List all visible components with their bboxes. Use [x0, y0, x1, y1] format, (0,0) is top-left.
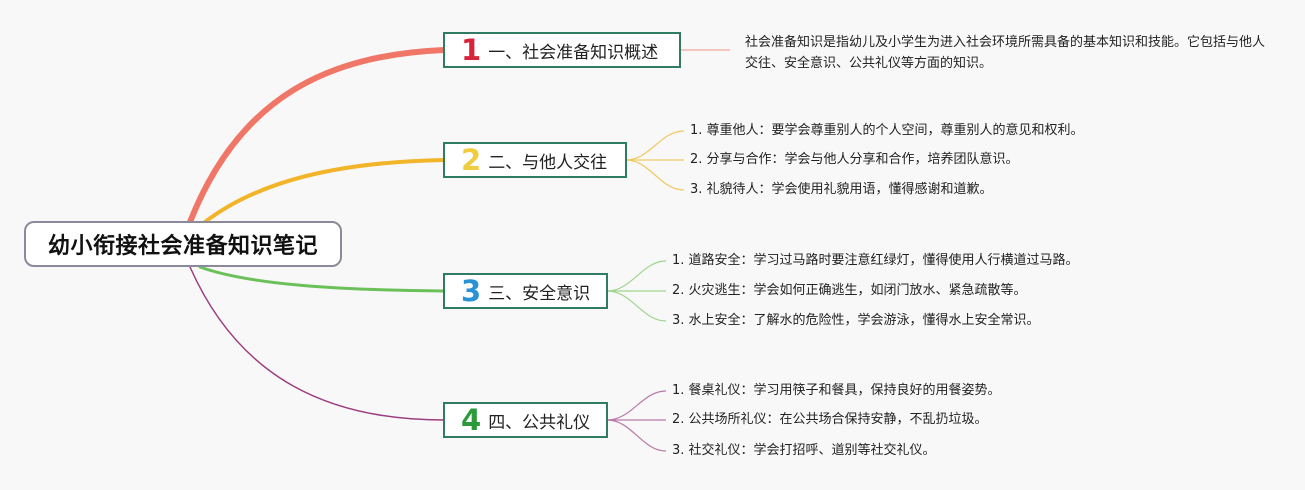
leaf-item[interactable]: 3. 社交礼仪：学会打招呼、道别等社交礼仪。: [672, 443, 936, 458]
branch-safety[interactable]: 3 三、安全意识: [443, 273, 608, 309]
leaf-item[interactable]: 1. 道路安全：学习过马路时要注意红绿灯，懂得使用人行横道过马路。: [672, 253, 1079, 268]
leaf-item[interactable]: 2. 分享与合作：学会与他人分享和合作，培养团队意识。: [690, 152, 1019, 167]
connector-leaves-3: [606, 260, 667, 322]
leaf-item[interactable]: 1. 餐桌礼仪：学习用筷子和餐具，保持良好的用餐姿势。: [672, 383, 1001, 398]
number-2-icon: 2: [461, 142, 482, 177]
branch-etiquette[interactable]: 4 四、公共礼仪: [443, 402, 608, 438]
leaf-item[interactable]: 3. 水上安全：了解水的危险性，学会游泳，懂得水上安全常识。: [672, 313, 1040, 328]
number-1-icon: 1: [461, 32, 482, 67]
root-topic[interactable]: 幼小衔接社会准备知识笔记: [24, 221, 342, 267]
connector-branch-3: [198, 265, 446, 293]
connector-leaves-2: [625, 130, 685, 191]
connector-branch-2: [203, 158, 446, 224]
number-4-icon: 4: [461, 402, 482, 437]
connector-branch-4: [189, 266, 445, 421]
number-3-icon: 3: [461, 273, 482, 308]
connector-leaves-4: [606, 390, 667, 452]
branch-label: 三、安全意识: [488, 283, 591, 304]
leaf-item[interactable]: 2. 公共场所礼仪：在公共场合保持安静，不乱扔垃圾。: [672, 412, 988, 427]
connector-branch-1: [187, 47, 447, 225]
branch-overview[interactable]: 1 一、社会准备知识概述: [443, 32, 681, 68]
leaf-item[interactable]: 3. 礼貌待人：学会使用礼貌用语，懂得感谢和道歉。: [690, 182, 993, 197]
overview-description: 社会准备知识是指幼儿及小学生为进入社会环境所需具备的基本知识和技能。它包括与他人…: [745, 35, 1266, 71]
leaf-item[interactable]: 1. 尊重他人：要学会尊重别人的个人空间，尊重别人的意见和权利。: [690, 123, 1084, 138]
branch-label: 二、与他人交往: [488, 152, 608, 173]
branch-social[interactable]: 2 二、与他人交往: [443, 142, 627, 178]
branch-label: 四、公共礼仪: [488, 412, 591, 433]
leaf-item[interactable]: 2. 火灾逃生：学会如何正确逃生，如闭门放水、紧急疏散等。: [672, 283, 1027, 298]
branch-label: 一、社会准备知识概述: [488, 42, 659, 63]
